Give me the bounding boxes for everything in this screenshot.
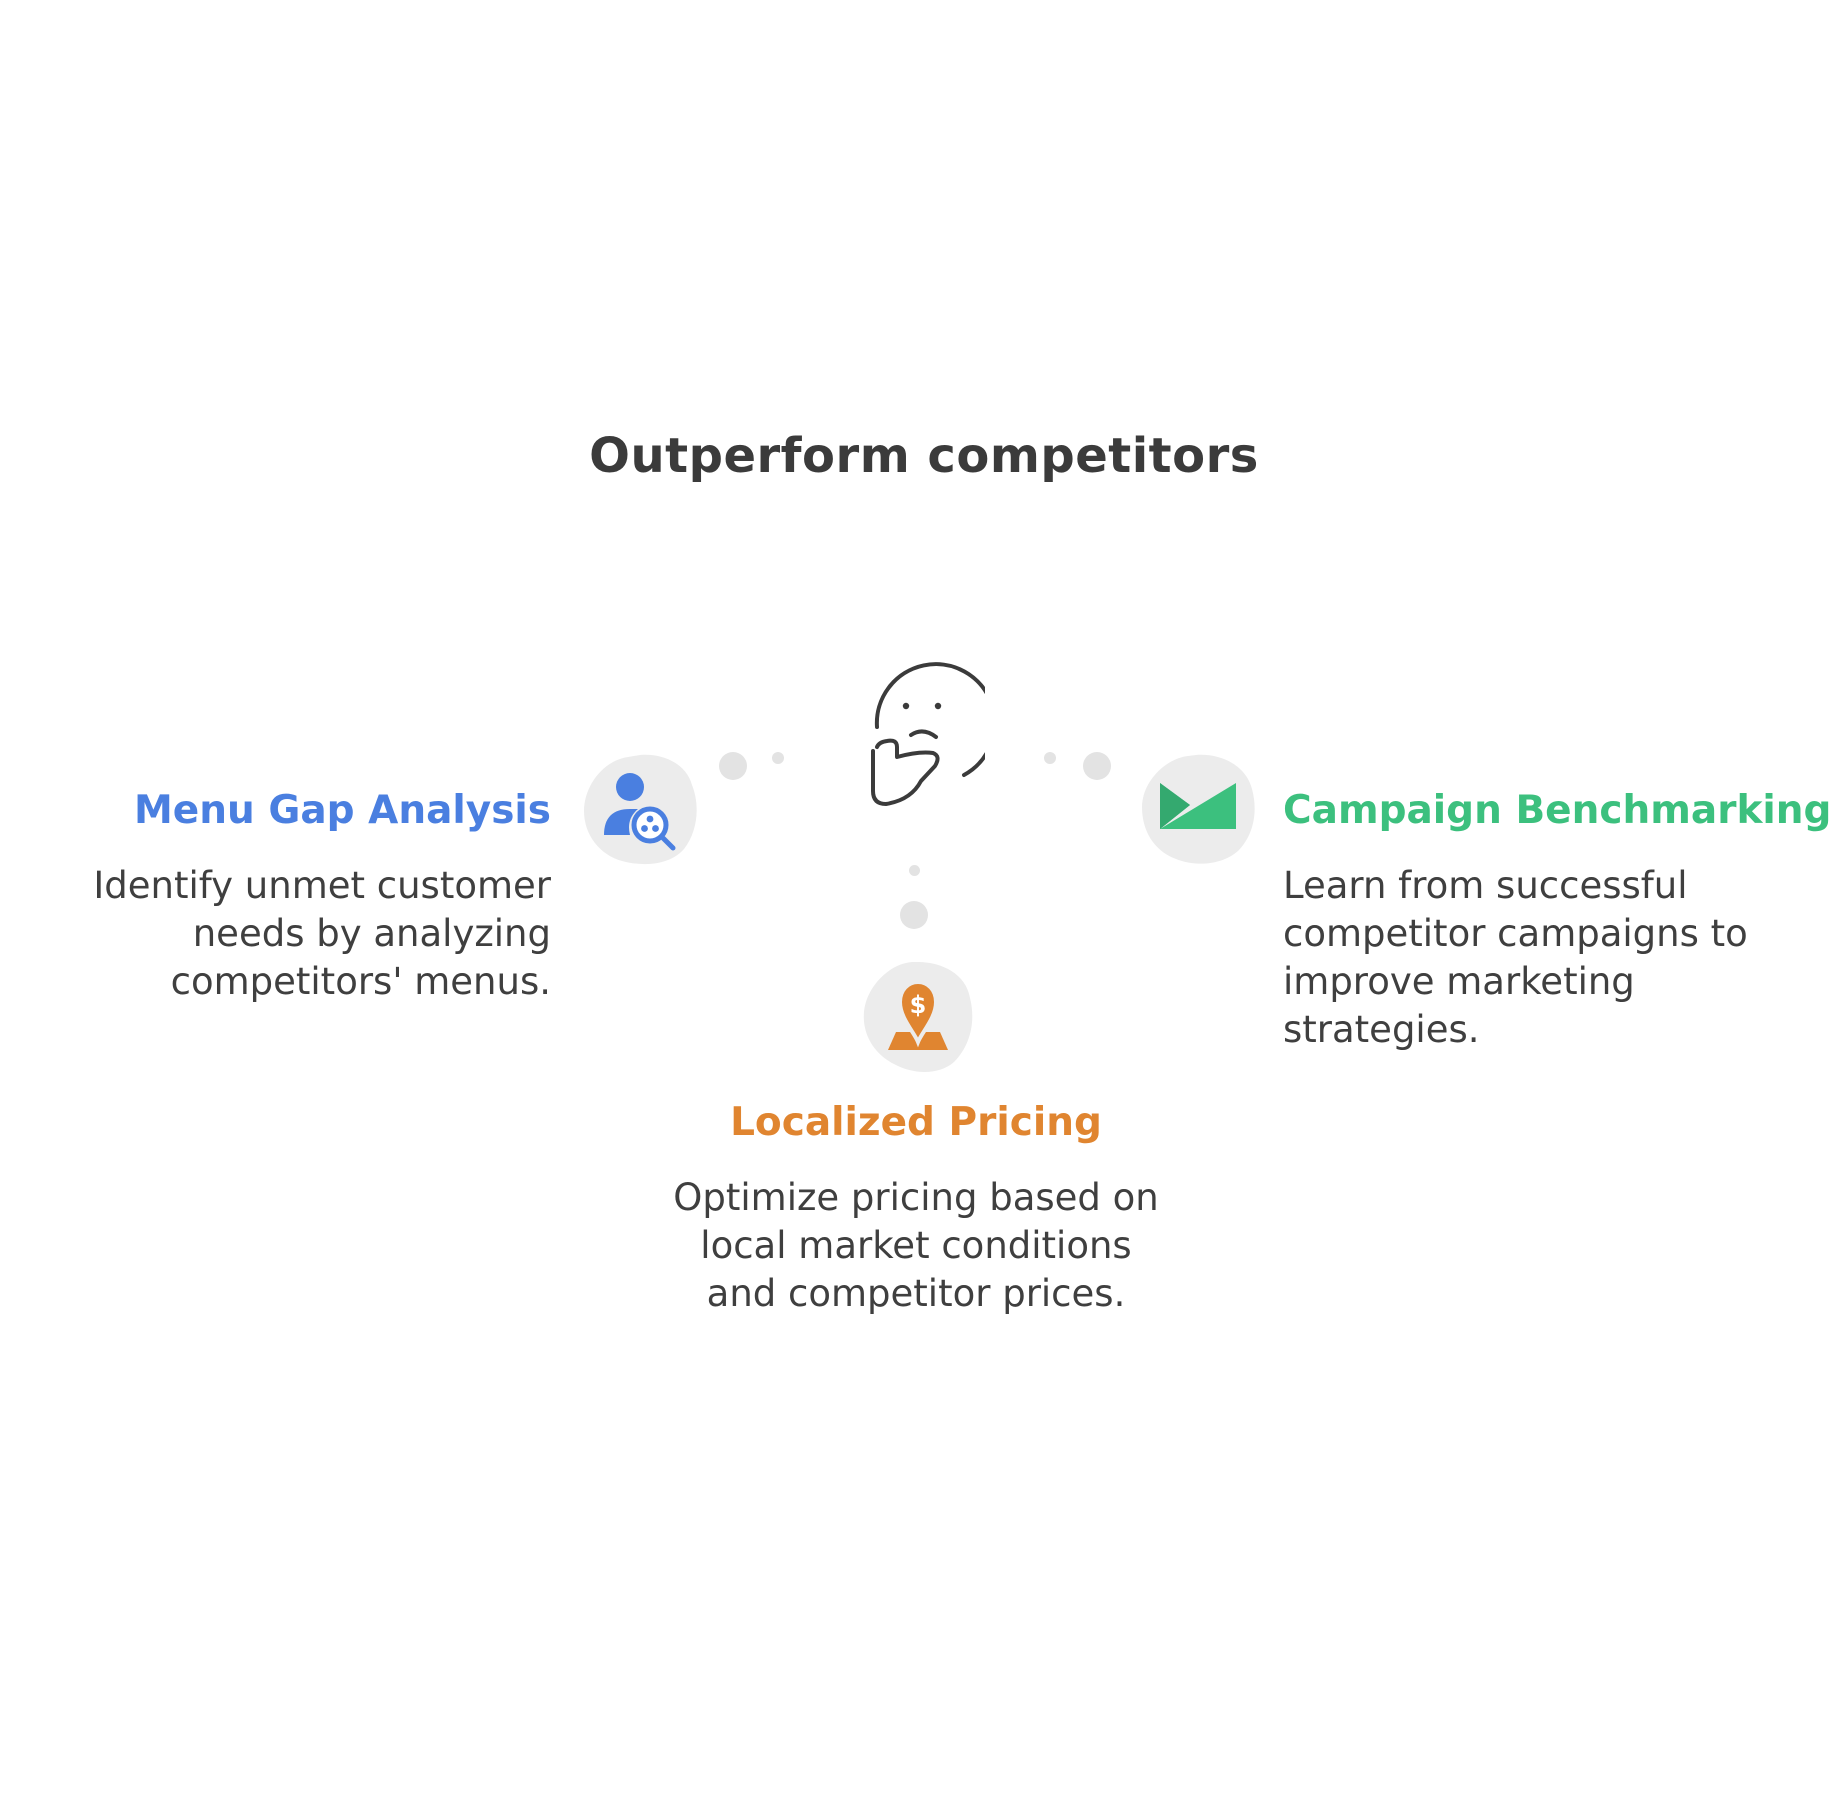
- campaign-line-1: Learn from successful: [1283, 864, 1688, 907]
- pricing-line-2: local market conditions: [700, 1224, 1132, 1267]
- thinking-face-icon: [849, 661, 997, 809]
- connector-dot: [1044, 752, 1056, 764]
- campaign-line-3: improve marketing: [1283, 960, 1635, 1003]
- pricing-heading: Localized Pricing: [730, 1100, 1102, 1145]
- campaign-description: Learn from successful competitor campaig…: [1283, 862, 1748, 1054]
- campaign-icon-badge: [1136, 747, 1260, 871]
- menu-gap-icon-badge: [578, 747, 702, 871]
- pricing-line-1: Optimize pricing based on: [673, 1176, 1159, 1219]
- campaign-flag-icon: [1160, 783, 1236, 829]
- menu-gap-heading: Menu Gap Analysis: [133, 788, 551, 833]
- campaign-line-4: strategies.: [1283, 1008, 1480, 1051]
- menu-gap-line-1: Identify unmet customer: [93, 864, 551, 907]
- connector-dot: [772, 752, 784, 764]
- connector-dot: [1083, 752, 1111, 780]
- connector-dot: [909, 865, 920, 876]
- pricing-icon-badge: $: [856, 954, 980, 1078]
- connector-dot: [900, 901, 928, 929]
- diagram-title: Outperform competitors: [589, 428, 1259, 484]
- menu-gap-line-3: competitors' menus.: [170, 960, 551, 1003]
- campaign-heading: Campaign Benchmarking: [1283, 788, 1832, 833]
- pricing-line-3: and competitor prices.: [706, 1272, 1126, 1315]
- menu-gap-description: Identify unmet customer needs by analyzi…: [93, 862, 551, 1006]
- svg-text:$: $: [910, 991, 927, 1019]
- campaign-line-2: competitor campaigns to: [1283, 912, 1748, 955]
- user-search-icon: [604, 773, 676, 851]
- connector-dot: [719, 752, 747, 780]
- location-price-icon: $: [888, 979, 948, 1050]
- pricing-description: Optimize pricing based on local market c…: [0, 1174, 1832, 1318]
- menu-gap-line-2: needs by analyzing: [192, 912, 551, 955]
